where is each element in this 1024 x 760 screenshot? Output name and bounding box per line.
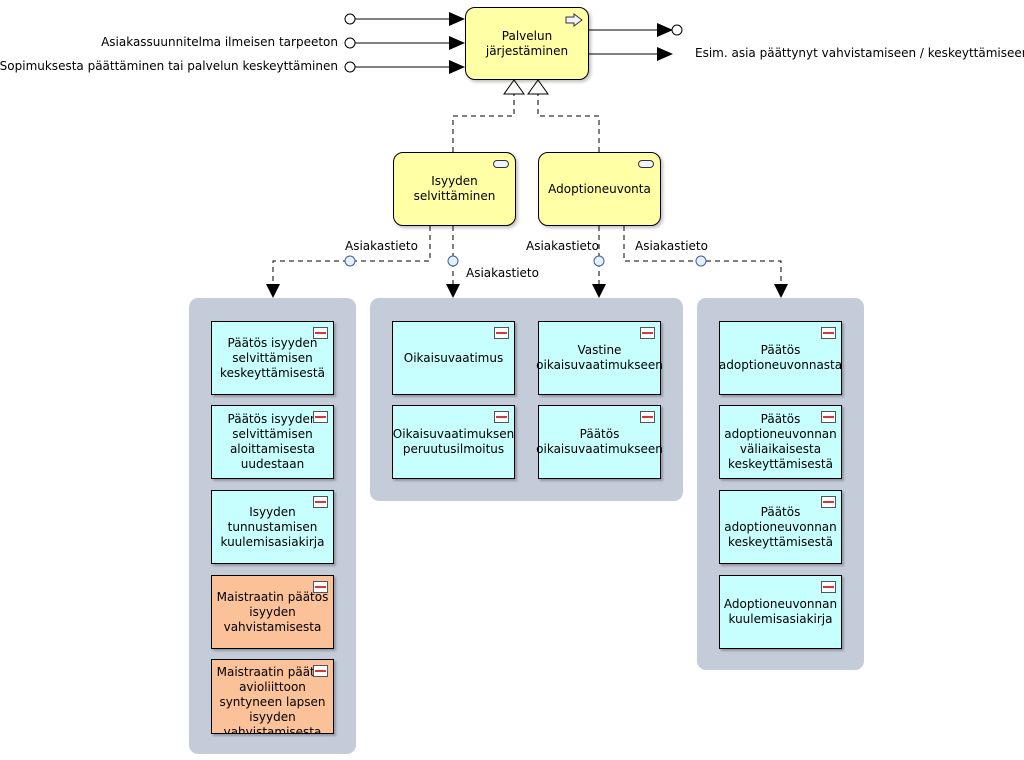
document-label: Päätös adoptioneuvonnan keskeyttämisestä [724, 504, 837, 549]
document-object[interactable]: Oikaisuvaatimuksen peruutusilmoitus [392, 405, 515, 479]
document-object[interactable]: Päätös adoptioneuvonnan väliaikaisesta k… [719, 405, 842, 479]
document-label: Päätös isyyden selvittämisen aloittamise… [227, 412, 318, 471]
process-label: Adoptioneuvonta [548, 181, 651, 196]
main-process-label: Palvelun järjestäminen [485, 28, 569, 58]
flow-arrowheads [266, 284, 788, 298]
specialization-triangle [527, 79, 549, 95]
document-icon [640, 411, 655, 423]
document-object-external[interactable]: Maistraatin päätös avioliittoon syntynee… [211, 659, 334, 734]
document-label: Isyyden tunnustamisen kuulemisasiakirja [220, 504, 325, 549]
process-isyyden-selvittaminen[interactable]: Isyyden selvittäminen [393, 152, 516, 226]
document-icon [494, 327, 509, 339]
document-object[interactable]: Päätös adoptioneuvonnan keskeyttämisestä [719, 490, 842, 564]
process-adoptioneuvonta[interactable]: Adoptioneuvonta [538, 152, 661, 226]
document-icon [313, 327, 328, 339]
document-object[interactable]: Oikaisuvaatimus [392, 321, 515, 395]
flow-info-icons [344, 255, 707, 267]
input-label: Sopimuksesta päättäminen tai palvelun ke… [0, 59, 338, 73]
specialization-links [452, 94, 600, 152]
input-label: Asiakassuunnitelma ilmeisen tarpeeton [101, 35, 338, 49]
document-icon [313, 665, 328, 677]
flow-label: Asiakastieto [466, 266, 539, 280]
document-icon [821, 411, 836, 423]
service-icon [638, 160, 654, 168]
process-label: Isyyden selvittäminen [413, 174, 496, 203]
document-label: Päätös adoptioneuvonnasta [718, 343, 843, 372]
document-object[interactable]: Adoptioneuvonnan kuulemisasiakirja [719, 575, 842, 649]
information-flows [272, 226, 782, 284]
document-icon [494, 411, 509, 423]
document-icon [821, 496, 836, 508]
document-object[interactable]: Päätös isyyden selvittämisen aloittamise… [211, 405, 334, 479]
output-label: Esim. asia päättynyt vahvistamiseen / ke… [695, 46, 1024, 60]
document-object[interactable]: Isyyden tunnustamisen kuulemisasiakirja [211, 490, 334, 564]
flow-label: Asiakastieto [635, 239, 708, 253]
document-label: Adoptioneuvonnan kuulemisasiakirja [723, 597, 838, 626]
document-label: Päätös isyyden selvittämisen keskeyttämi… [220, 335, 325, 380]
main-process-palvelun-jarjestaminen[interactable]: Palvelun järjestäminen [465, 7, 589, 80]
process-arrow-icon [565, 13, 583, 27]
document-icon [640, 327, 655, 339]
specialization-triangle [503, 79, 525, 95]
document-label: Maistraatin päätös avioliittoon syntynee… [216, 665, 329, 734]
document-label: Oikaisuvaatimuksen peruutusilmoitus [392, 427, 515, 456]
document-icon [313, 581, 328, 593]
document-icon [313, 496, 328, 508]
document-icon [313, 411, 328, 423]
document-object[interactable]: Päätös oikaisuvaatimukseen [536, 405, 663, 479]
flow-label: Asiakastieto [345, 239, 418, 253]
document-object[interactable]: Vastine oikaisuvaatimukseen [536, 321, 663, 395]
document-icon [821, 581, 836, 593]
document-label: Päätös adoptioneuvonnan väliaikaisesta k… [724, 412, 837, 471]
service-icon [493, 160, 509, 168]
document-label: Päätös oikaisuvaatimukseen [536, 427, 663, 456]
document-label: Oikaisuvaatimus [403, 350, 504, 365]
document-object-external[interactable]: Maistraatin päätös isyyden vahvistamises… [211, 575, 334, 649]
document-object[interactable]: Päätös isyyden selvittämisen keskeyttämi… [211, 321, 334, 395]
input-flows [344, 12, 465, 74]
flow-label: Asiakastieto [526, 239, 599, 253]
document-object[interactable]: Päätös adoptioneuvonnasta [719, 321, 842, 395]
document-label: Maistraatin päätös isyyden vahvistamises… [216, 589, 329, 634]
document-label: Vastine oikaisuvaatimukseen [536, 343, 663, 372]
output-flows [588, 23, 683, 61]
document-icon [821, 327, 836, 339]
